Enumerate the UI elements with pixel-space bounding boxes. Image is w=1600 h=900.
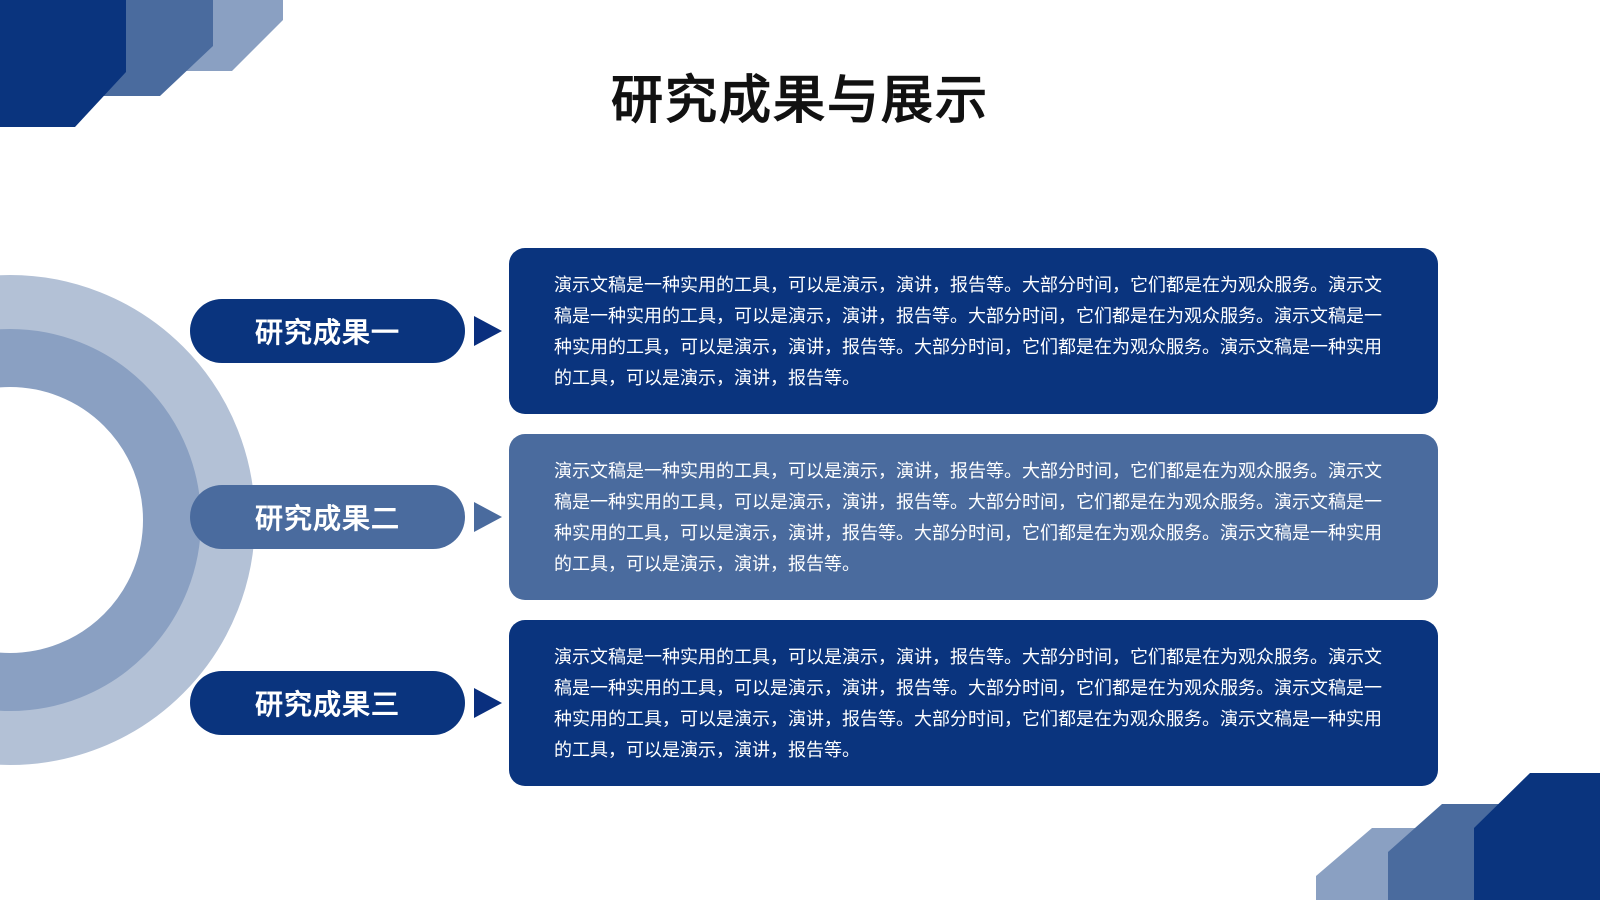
result-row-3: 研究成果三 演示文稿是一种实用的工具，可以是演示，演讲，报告等。大部分时间，它们…	[0, 620, 1600, 786]
result-row-1: 研究成果一 演示文稿是一种实用的工具，可以是演示，演讲，报告等。大部分时间，它们…	[0, 248, 1600, 414]
result-label-pill-1: 研究成果一	[190, 299, 465, 363]
result-row-2: 研究成果二 演示文稿是一种实用的工具，可以是演示，演讲，报告等。大部分时间，它们…	[0, 434, 1600, 600]
arrow-right-icon	[474, 316, 502, 346]
corner-shape-bottom-right-mid	[1388, 804, 1600, 900]
result-description-card-1: 演示文稿是一种实用的工具，可以是演示，演讲，报告等。大部分时间，它们都是在为观众…	[509, 248, 1438, 414]
arrow-right-icon	[474, 502, 502, 532]
page-title: 研究成果与展示	[610, 71, 989, 131]
result-description-card-3: 演示文稿是一种实用的工具，可以是演示，演讲，报告等。大部分时间，它们都是在为观众…	[509, 620, 1438, 786]
corner-shape-bottom-right-light	[1316, 828, 1600, 900]
arrow-right-icon	[474, 688, 502, 718]
corner-shape-bottom-right-dark	[1474, 773, 1600, 900]
result-label-pill-3: 研究成果三	[190, 671, 465, 735]
result-label-pill-2: 研究成果二	[190, 485, 465, 549]
result-description-card-2: 演示文稿是一种实用的工具，可以是演示，演讲，报告等。大部分时间，它们都是在为观众…	[509, 434, 1438, 600]
